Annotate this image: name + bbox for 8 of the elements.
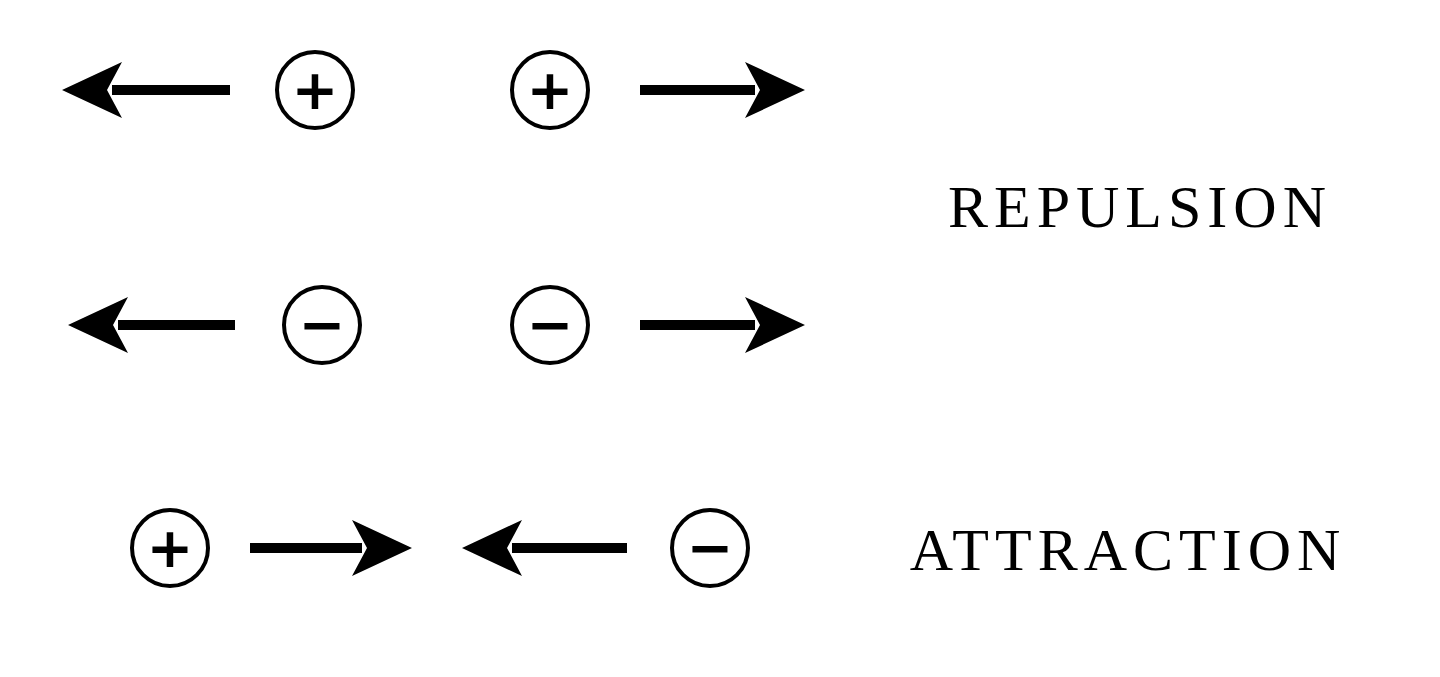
charge-sign: + [526,62,574,118]
charge-sign: − [298,297,346,353]
force-label: ATTRACTION [909,515,1347,585]
charge-sign: + [291,62,339,118]
charge-sign: − [526,297,574,353]
charge-sign: − [686,520,734,576]
force-label: REPULSION [948,172,1332,242]
charge-sign: + [146,520,194,576]
